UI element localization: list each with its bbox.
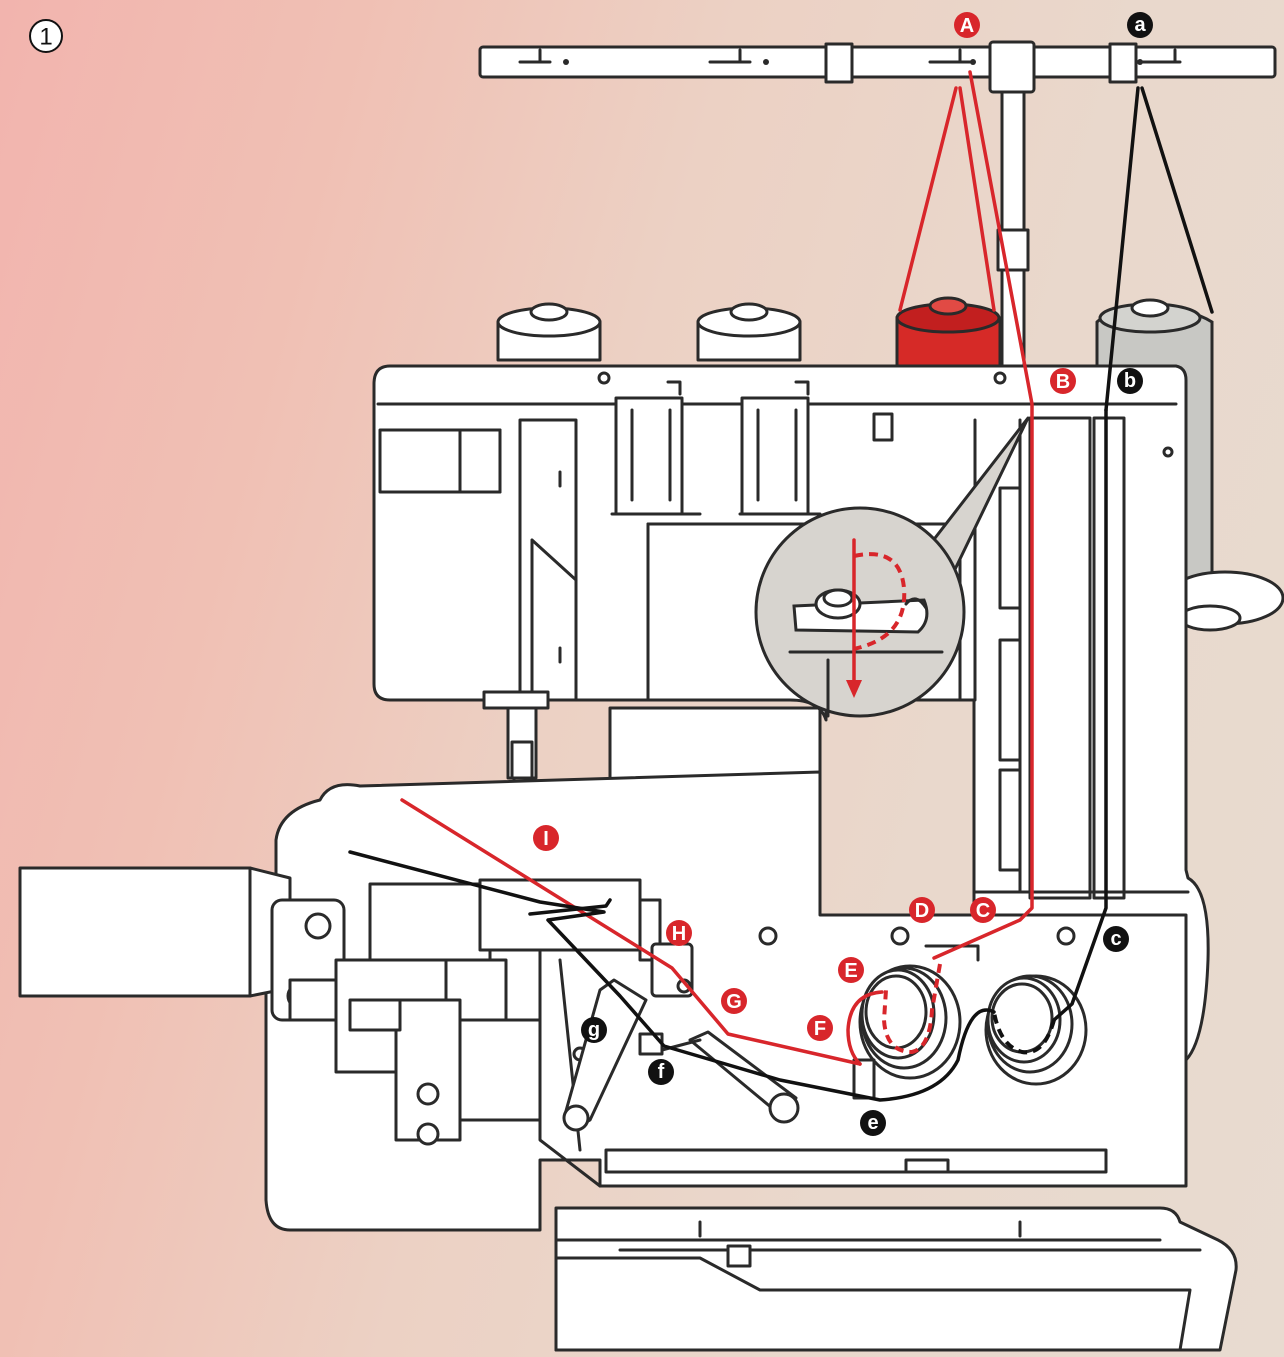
thread-cone-2 [696, 302, 802, 362]
label-C: C [970, 897, 996, 923]
label-G: G [721, 988, 747, 1014]
svg-text:D: D [915, 900, 929, 922]
svg-text:a: a [1134, 14, 1146, 36]
svg-text:E: E [844, 960, 857, 982]
svg-text:c: c [1110, 928, 1121, 950]
svg-text:A: A [960, 15, 974, 37]
machine-lower-body [18, 770, 1238, 1352]
label-B: B [1050, 368, 1076, 394]
thread-guide-detail-callout [754, 416, 1030, 718]
figure-number: 1 [39, 24, 52, 51]
label-D: D [909, 897, 935, 923]
label-g: g [581, 1017, 607, 1043]
svg-text:F: F [814, 1018, 826, 1040]
label-e: e [860, 1110, 886, 1136]
svg-text:b: b [1124, 370, 1136, 392]
svg-text:B: B [1056, 371, 1070, 393]
svg-text:G: G [726, 991, 742, 1013]
figure-number-badge: 1 [29, 19, 63, 53]
label-f: f [648, 1059, 674, 1085]
svg-text:e: e [867, 1112, 878, 1134]
label-E: E [838, 957, 864, 983]
label-c: c [1103, 926, 1129, 952]
svg-text:f: f [658, 1061, 665, 1083]
black-looper-thread [348, 86, 1214, 1102]
label-F: F [807, 1015, 833, 1041]
label-H: H [666, 920, 692, 946]
thread-stand [478, 40, 1277, 380]
svg-text:C: C [976, 900, 990, 922]
label-A: A [954, 12, 980, 38]
thread-cone-1 [496, 302, 602, 362]
label-a: a [1127, 12, 1153, 38]
label-I: I [533, 825, 559, 851]
svg-text:g: g [588, 1019, 600, 1041]
red-needle-thread [400, 70, 1034, 1066]
thread-cone-red [895, 296, 1002, 368]
svg-text:H: H [672, 923, 686, 945]
label-b: b [1117, 368, 1143, 394]
svg-text:I: I [543, 828, 549, 850]
